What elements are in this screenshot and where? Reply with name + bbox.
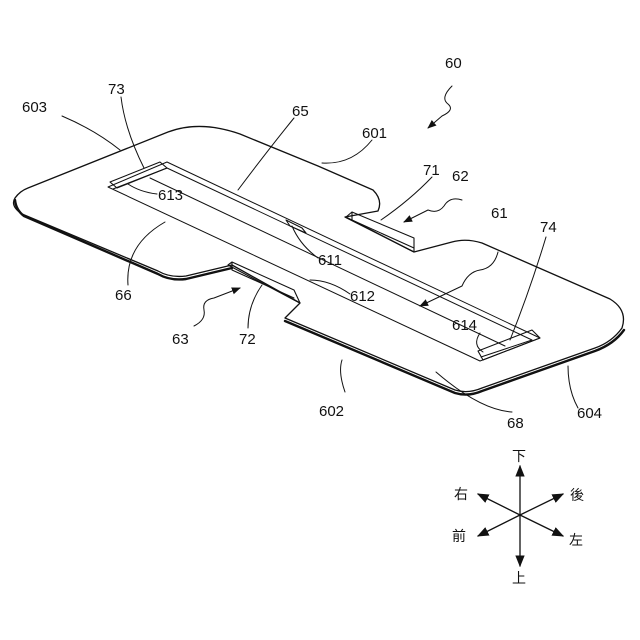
- label-60: 60: [445, 55, 462, 72]
- label-603: 603: [22, 99, 47, 116]
- label-74: 74: [540, 219, 557, 236]
- direction-compass: 下 上 右 左 前 後: [452, 449, 584, 587]
- label-65: 65: [292, 103, 309, 120]
- label-602: 602: [319, 403, 344, 420]
- label-62: 62: [452, 168, 469, 185]
- label-68: 68: [507, 415, 524, 432]
- plate-thickness-edge: [15, 200, 232, 279]
- dir-label-back: 後: [570, 488, 584, 504]
- rib-71: [346, 212, 414, 252]
- label-601: 601: [362, 125, 387, 142]
- label-612: 612: [350, 288, 375, 305]
- label-63: 63: [172, 331, 189, 348]
- label-613: 613: [158, 187, 183, 204]
- dir-label-up: 上: [512, 571, 526, 587]
- label-72: 72: [239, 331, 256, 348]
- dir-label-right: 右: [454, 487, 468, 503]
- label-73: 73: [108, 81, 125, 98]
- rib-74: [478, 330, 540, 360]
- dir-label-left: 左: [569, 533, 583, 549]
- label-604: 604: [577, 405, 602, 422]
- label-61: 61: [491, 205, 508, 222]
- label-71: 71: [423, 162, 440, 179]
- label-614: 614: [452, 317, 477, 334]
- label-66: 66: [115, 287, 132, 304]
- dir-label-front: 前: [452, 528, 466, 545]
- dir-label-down: 下: [512, 449, 526, 465]
- label-611: 611: [318, 252, 342, 269]
